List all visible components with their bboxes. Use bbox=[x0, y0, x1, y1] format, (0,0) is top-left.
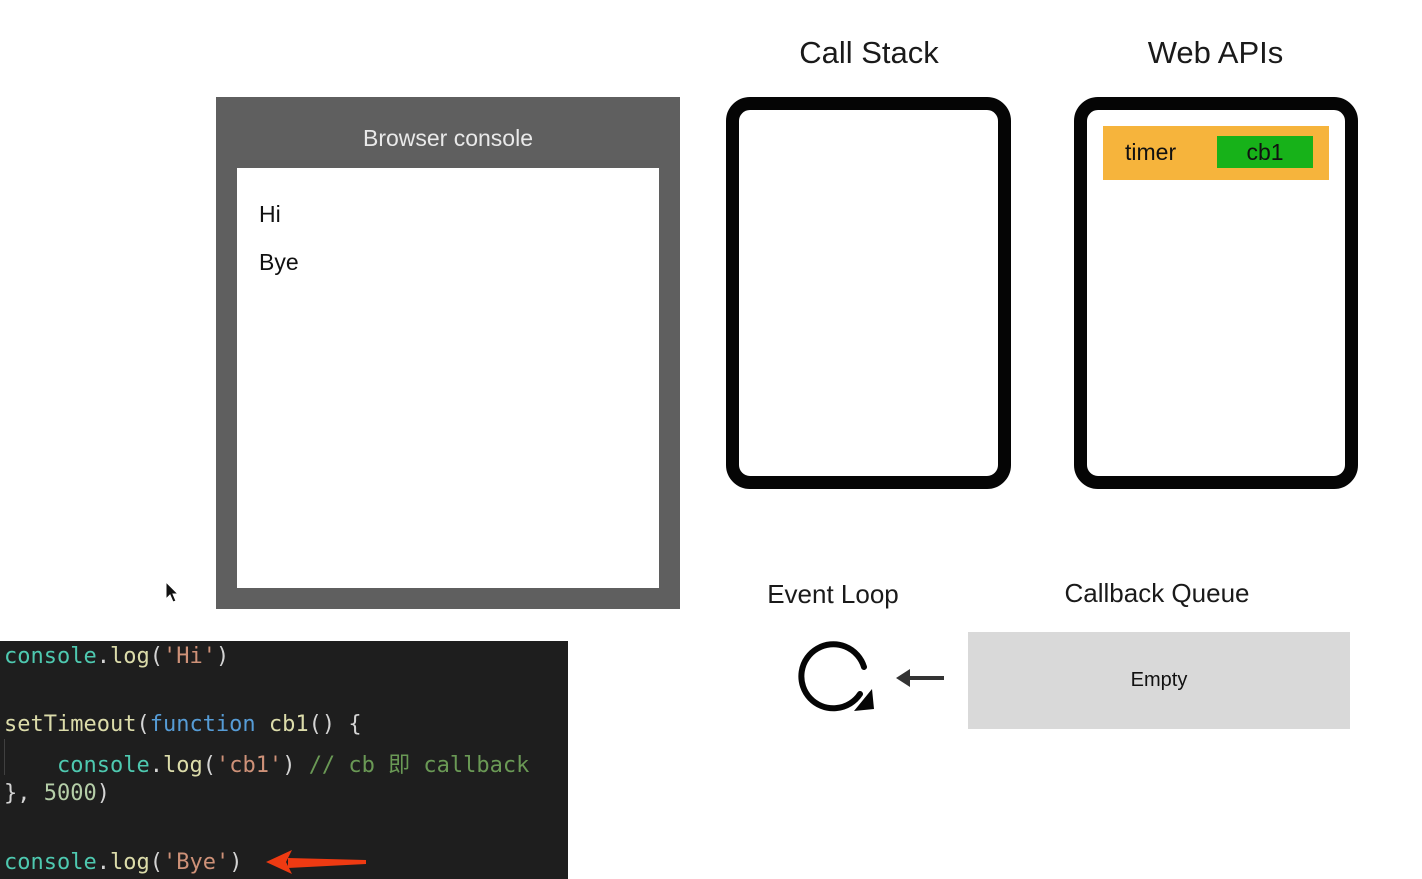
code-token: ) bbox=[282, 753, 309, 778]
browser-console-panel: Browser console Hi Bye bbox=[216, 97, 680, 609]
call-stack-title: Call Stack bbox=[799, 35, 939, 70]
code-token: . bbox=[96, 644, 110, 669]
code-token: function bbox=[149, 712, 256, 737]
code-token: 5000 bbox=[43, 781, 97, 806]
browser-console-output: Hi Bye bbox=[237, 168, 659, 588]
code-line: }, 5000) bbox=[4, 781, 110, 806]
code-comment: // cb 即 callback bbox=[308, 753, 530, 778]
code-token: log bbox=[109, 644, 150, 669]
code-token: console bbox=[4, 644, 97, 669]
refresh-cycle-icon bbox=[798, 641, 874, 712]
callback-queue-title: Callback Queue bbox=[1064, 578, 1250, 608]
mouse-cursor-icon bbox=[165, 581, 180, 603]
code-line: console.log('cb1') // cb 即 callback bbox=[4, 747, 529, 779]
code-token: . bbox=[149, 753, 163, 778]
arrow-left-icon bbox=[896, 669, 944, 687]
code-token: cb1 bbox=[268, 712, 309, 737]
code-token: 'Hi' bbox=[162, 644, 216, 669]
code-token: setTimeout bbox=[4, 712, 137, 737]
code-token: console bbox=[4, 850, 97, 875]
console-output-line: Hi bbox=[259, 201, 281, 227]
code-token: ) bbox=[96, 781, 110, 806]
code-token: 'Bye' bbox=[162, 850, 230, 875]
code-line: console.log('Hi') bbox=[4, 644, 229, 669]
code-token: () { bbox=[308, 712, 362, 737]
console-output-line: Bye bbox=[259, 249, 299, 275]
call-stack-box bbox=[726, 97, 1011, 489]
code-editor: console.log('Hi') setTimeout(function cb… bbox=[0, 641, 568, 879]
code-token: 'cb1' bbox=[215, 753, 283, 778]
event-loop-title: Event Loop bbox=[767, 579, 899, 609]
timer-callback-chip: cb1 bbox=[1217, 136, 1313, 168]
code-token: ( bbox=[149, 644, 163, 669]
callback-queue-box: Empty bbox=[968, 632, 1350, 729]
web-apis-title: Web APIs bbox=[1147, 35, 1284, 70]
code-token: }, bbox=[4, 781, 44, 806]
code-token: ) bbox=[215, 644, 230, 669]
code-token: console bbox=[56, 753, 150, 778]
code-token: ( bbox=[202, 753, 216, 778]
browser-console-title: Browser console bbox=[362, 125, 534, 151]
code-token: ( bbox=[149, 850, 163, 875]
callback-queue-content: Empty bbox=[1130, 669, 1188, 691]
code-line: setTimeout(function cb1() { bbox=[4, 712, 362, 737]
code-token: ) bbox=[229, 850, 243, 875]
timer-label: timer bbox=[1125, 139, 1177, 165]
code-line: console.log('Bye') bbox=[4, 850, 242, 875]
timer-entry: timer cb1 bbox=[1103, 126, 1329, 180]
code-token bbox=[4, 753, 57, 778]
code-token: log bbox=[109, 850, 150, 875]
red-arrow-left-icon bbox=[266, 850, 366, 874]
code-token: . bbox=[96, 850, 110, 875]
code-token: ( bbox=[136, 712, 150, 737]
code-token bbox=[256, 712, 269, 737]
code-token: log bbox=[162, 753, 203, 778]
web-apis-box: timer cb1 bbox=[1074, 97, 1358, 489]
indent-guide bbox=[4, 739, 5, 775]
